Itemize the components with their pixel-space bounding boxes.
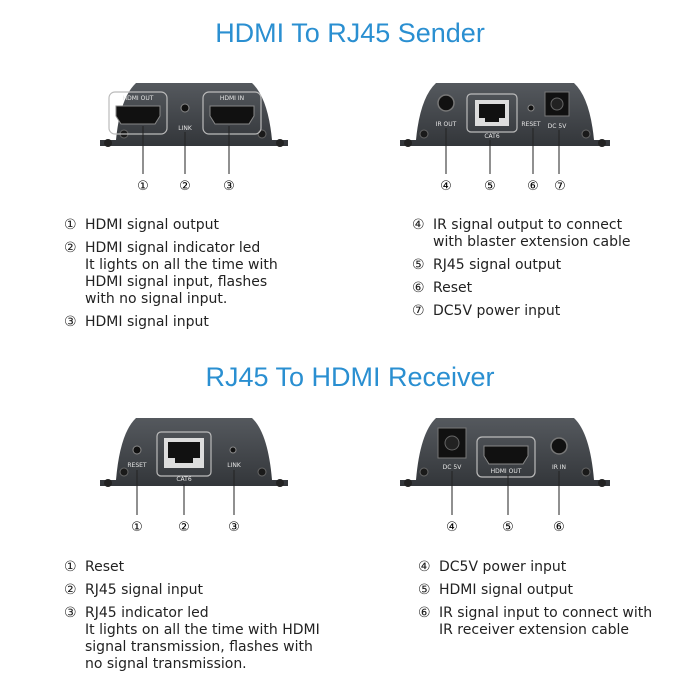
hdmi-out-frame xyxy=(108,91,168,135)
receiver-front-device: RESET CAT6 LINK xyxy=(100,418,288,487)
cat6-frame xyxy=(156,431,212,477)
sender-front-leaders xyxy=(142,126,230,174)
link-label: LINK xyxy=(178,125,193,132)
hdmi-out-port xyxy=(483,445,529,465)
ir-in-label: IR IN xyxy=(552,464,566,471)
reset-button-icon xyxy=(132,445,142,455)
sender-title: HDMI To RJ45 Sender xyxy=(215,18,485,48)
hdmi-out-label: HDMI OUT xyxy=(123,95,154,102)
sender-front-device: HDMI OUT LINK HDMI IN xyxy=(100,83,288,147)
receiver-front-leaders xyxy=(136,470,235,515)
ir-out-jack xyxy=(437,94,455,112)
hdmi-out-frame xyxy=(476,436,536,478)
receiver-callout-5: ⑤ xyxy=(502,520,514,535)
sender-callout-7: ⑦ xyxy=(554,179,566,194)
receiver-back-leaders xyxy=(451,471,560,515)
ir-out-label: IR OUT xyxy=(436,121,457,128)
sender-callout-4: ④ xyxy=(440,179,452,194)
sender-callout-5: ⑤ xyxy=(484,179,496,194)
sender-callout-2: ② xyxy=(179,179,191,194)
hdmi-in-frame xyxy=(202,91,262,135)
dc5v-label: DC 5V xyxy=(548,123,568,130)
hdmi-out-label: HDMI OUT xyxy=(491,468,522,475)
receiver-callout-1: ① xyxy=(131,520,143,535)
sender-back-device: IR OUT CAT6 RESET DC 5V xyxy=(400,83,610,147)
reset-label: RESET xyxy=(521,121,541,128)
hdmi-in-label: HDMI IN xyxy=(220,95,244,102)
ir-in-jack xyxy=(550,437,568,455)
dc5v-label: DC 5V xyxy=(443,464,463,471)
reset-button-icon xyxy=(527,104,535,112)
cat6-frame xyxy=(466,93,518,133)
link-led-icon xyxy=(180,103,190,113)
cat6-label: CAT6 xyxy=(484,133,499,140)
receiver-callout-2: ② xyxy=(178,520,190,535)
sender-callout-1: ① xyxy=(137,179,149,194)
reset-label: RESET xyxy=(127,462,147,469)
receiver-callout-3: ③ xyxy=(228,520,240,535)
receiver-callout-4: ④ xyxy=(446,520,458,535)
receiver-back-device: DC 5V HDMI OUT IR IN xyxy=(400,418,610,487)
cat6-label: CAT6 xyxy=(176,476,191,483)
link-label: LINK xyxy=(227,462,242,469)
sender-callout-6: ⑥ xyxy=(527,179,539,194)
sender-back-leaders xyxy=(445,128,560,174)
receiver-callout-6: ⑥ xyxy=(553,520,565,535)
receiver-title: RJ45 To HDMI Receiver xyxy=(205,362,495,392)
link-led-icon xyxy=(229,446,237,454)
hdmi-in-port xyxy=(209,105,255,125)
sender-callout-3: ③ xyxy=(223,179,235,194)
hdmi-out-port xyxy=(115,105,161,125)
